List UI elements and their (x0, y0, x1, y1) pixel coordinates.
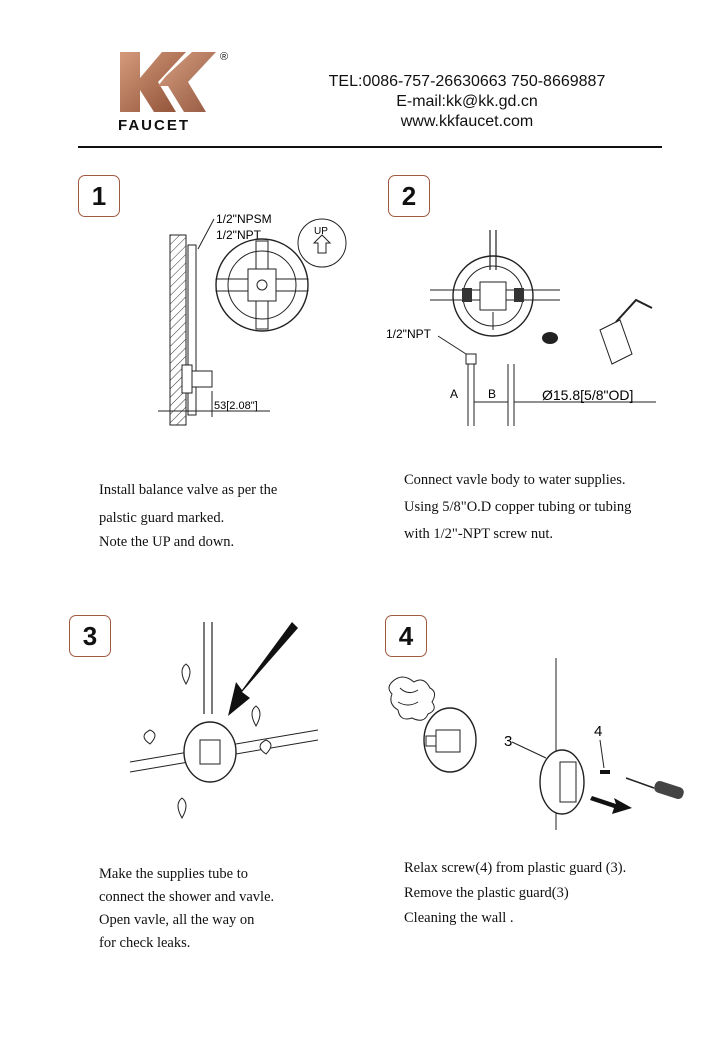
step-2-badge: 2 (388, 175, 430, 217)
step-1-line-1: Install balance valve as per the (99, 482, 278, 498)
pointer-arrow-icon (228, 622, 298, 716)
step-3-line-2: connect the shower and vavle. (99, 889, 275, 905)
step-4-line-2: Remove the plastic guard(3) (404, 885, 569, 901)
step-2-line-2: Using 5/8"O.D copper tubing or tubing (404, 499, 632, 515)
website-line: www.kkfaucet.com (400, 113, 534, 130)
step-1-line-2: palstic guard marked. (99, 510, 225, 526)
valve-side (181, 364, 193, 394)
valve-body (199, 739, 221, 765)
label-up: UP (314, 226, 328, 237)
contact-block: TEL:0086-757-26630663 750-8669887 E-mail… (300, 72, 634, 132)
step-4-line-1: Relax screw(4) from plastic guard (3). (404, 860, 627, 876)
registered-mark: ® (220, 51, 228, 63)
step-1-line-3: Note the UP and down. (99, 534, 235, 550)
wall-section (169, 234, 187, 426)
step-4-line-3: Cleaning the wall . (404, 910, 514, 926)
step-1-diagram: 1/2"NPSM 1/2"NPT UP 53[2.08"] (158, 212, 347, 426)
label-npt: 1/2"NPT (386, 327, 432, 341)
step-3-text: Make the supplies tube to connect the sh… (99, 863, 274, 955)
step-1-text: Install balance valve as per the palstic… (99, 476, 277, 556)
step-2-line-3: with 1/2"-NPT screw nut. (404, 526, 554, 542)
label-dimension: 53[2.08"] (214, 400, 258, 412)
water-drop-icon (181, 663, 191, 686)
step-2-line-1: Connect vavle body to water supplies. (404, 472, 626, 488)
step-4-badge: 4 (385, 615, 427, 657)
label-guard-3: 3 (504, 733, 512, 750)
water-drop-icon (143, 729, 156, 745)
label-npt: 1/2"NPT (216, 228, 262, 242)
step-4-diagram: 3 4 (388, 658, 684, 830)
screw-icon (600, 770, 610, 774)
up-marker (297, 218, 347, 268)
label-b: B (488, 387, 496, 401)
email-line: E-mail:kk@kk.gd.cn (396, 93, 538, 110)
valve-body (479, 281, 507, 311)
cleaning-cloth-icon (388, 676, 436, 721)
screwdriver-icon (625, 777, 655, 789)
kk-faucet-logo: FAUCET ® (118, 46, 238, 136)
step-3-diagram (129, 622, 319, 820)
label-npsm: 1/2"NPSM (216, 212, 272, 226)
up-arrow-icon (312, 234, 332, 254)
sealant-bottle-icon (599, 319, 633, 365)
plastic-guard (452, 255, 534, 337)
step-3-line-3: Open vavle, all the way on (99, 912, 255, 928)
pipe-section (187, 244, 197, 416)
remove-arrow-icon (590, 796, 632, 814)
step-1-badge: 1 (78, 175, 120, 217)
tape-roll-icon (542, 332, 558, 344)
header-divider (78, 146, 662, 148)
step-3-badge: 3 (69, 615, 111, 657)
logo-text: FAUCET (118, 117, 190, 134)
step-4-text: Relax screw(4) from plastic guard (3). R… (404, 856, 626, 931)
step-2-diagram: 1/2"NPT A B Ø15.8[5/8"OD] (386, 230, 656, 426)
step-3-line-4: for check leaks. (99, 935, 191, 951)
label-screw-4: 4 (594, 723, 602, 740)
label-diameter: Ø15.8[5/8"OD] (542, 387, 633, 403)
tel-line: TEL:0086-757-26630663 750-8669887 (328, 73, 606, 90)
water-drop-icon (259, 739, 272, 755)
step-3-line-1: Make the supplies tube to (99, 866, 249, 882)
kk-logo-mark: FAUCET ® (118, 51, 228, 134)
label-a: A (450, 387, 458, 401)
water-drop-icon (251, 705, 261, 728)
step-2-text: Connect vavle body to water supplies. Us… (404, 467, 631, 548)
water-drop-icon (177, 797, 187, 820)
valve-body (247, 268, 277, 302)
